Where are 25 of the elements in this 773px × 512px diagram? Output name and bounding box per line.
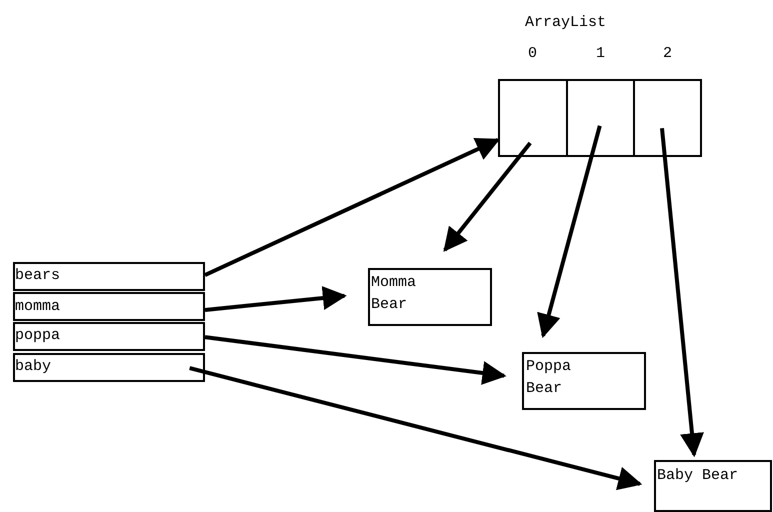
arrow [204, 286, 347, 312]
array-title: ArrayList [525, 13, 608, 33]
variable-label: momma [15, 297, 62, 317]
box [13, 292, 205, 321]
arrow [443, 142, 532, 252]
variable-label: baby [15, 357, 52, 377]
box [13, 353, 205, 382]
box [522, 352, 646, 410]
box [13, 262, 205, 291]
arrow [204, 138, 500, 277]
index-label: 2 [663, 45, 672, 63]
arrow [204, 335, 506, 385]
variable-label: poppa [15, 326, 62, 346]
arrow [660, 128, 704, 458]
object-label: Momma Bear [371, 273, 418, 315]
arrow [537, 125, 602, 338]
object-label: Baby Bear [657, 466, 740, 486]
object-label: Poppa Bear [526, 357, 572, 399]
index-label: 1 [596, 45, 606, 63]
index-label: 0 [528, 45, 538, 63]
variable-label: bears [15, 266, 62, 286]
box [13, 322, 205, 351]
box [368, 268, 492, 326]
box [654, 460, 772, 512]
arrow [189, 366, 642, 490]
